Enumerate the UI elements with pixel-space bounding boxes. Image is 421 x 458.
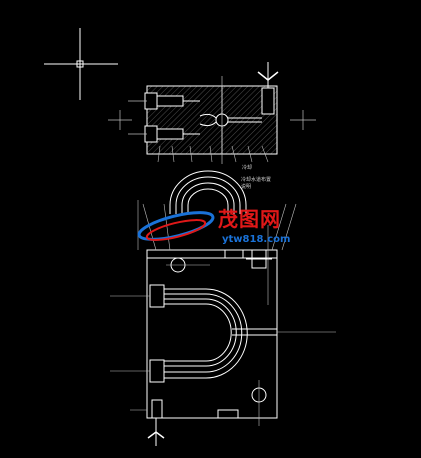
top-section-view [144,62,279,155]
bottom-plan-view [146,249,278,446]
crosshair-cursor[interactable] [44,28,118,100]
bottom-center-marks [110,200,336,426]
top-center-marks [108,76,316,164]
annotation-note-1: 冷却 [242,165,253,171]
annotation-note-3: 说明 [241,184,252,190]
watermark-title: 茂图网 [218,207,281,231]
watermark-logo-icon [137,211,215,241]
annotation-note-2: 冷却水道布置 [241,177,272,183]
watermark-url: ytw818.com [222,234,291,245]
cooling-pipe-u [169,170,247,214]
top-leaders [157,145,269,163]
bottom-leaders [142,203,297,251]
